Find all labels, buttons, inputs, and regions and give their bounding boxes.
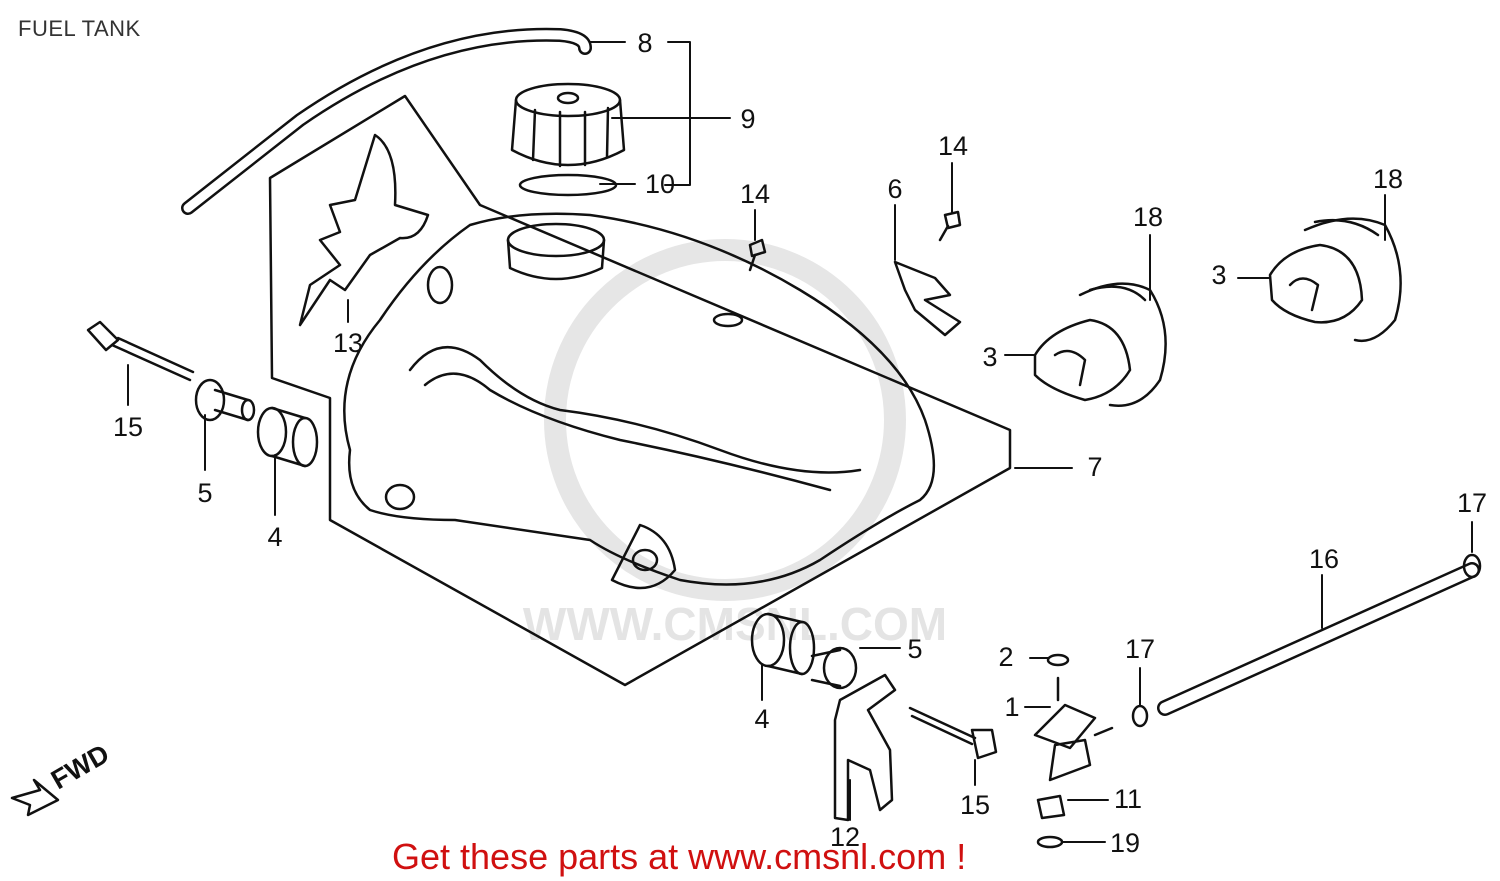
cover-18-right <box>1303 217 1402 343</box>
callout-2: 2 <box>998 642 1013 672</box>
nut-11 <box>1036 794 1066 820</box>
callout-13: 13 <box>333 328 363 358</box>
callout-17-tube: 17 <box>1125 634 1155 664</box>
screw-14b <box>938 210 962 242</box>
callout-3-right: 3 <box>1211 260 1226 290</box>
fuel-valve <box>1033 676 1114 782</box>
callout-1: 1 <box>1004 692 1019 722</box>
callout-5-right: 5 <box>907 634 922 664</box>
grommet-right <box>750 612 816 676</box>
callout-15-right: 15 <box>960 790 990 820</box>
callout-5-left: 5 <box>197 478 212 508</box>
vent-hose <box>181 27 592 215</box>
page-title: FUEL TANK <box>18 16 141 41</box>
washer-2 <box>1046 653 1070 667</box>
clip-6 <box>893 260 962 337</box>
callout-4-right: 4 <box>754 704 769 734</box>
o-ring-19 <box>1036 835 1064 849</box>
bolt-right <box>908 706 998 760</box>
callout-9: 9 <box>740 104 755 134</box>
bolt-left <box>86 320 195 382</box>
fuel-cap <box>510 82 626 168</box>
watermark: WWW.CMSNL.COM <box>523 239 947 650</box>
callout-19: 19 <box>1110 828 1140 858</box>
grommet-left <box>256 406 319 468</box>
fuel-valve-bracket <box>833 673 897 822</box>
callout-11: 11 <box>1114 784 1142 814</box>
callout-14-b: 14 <box>938 131 968 161</box>
callout-3-middle: 3 <box>982 342 997 372</box>
callout-10: 10 <box>645 169 675 199</box>
callout-17-right: 17 <box>1457 488 1487 518</box>
callout-15-left: 15 <box>113 412 143 442</box>
cover-18-middle <box>1078 282 1167 407</box>
fuel-tank <box>343 212 936 590</box>
callout-16: 16 <box>1309 544 1339 574</box>
leader-lines <box>127 41 1473 843</box>
callout-6: 6 <box>887 174 902 204</box>
fwd-arrow-icon <box>10 778 60 817</box>
clip-17b <box>1131 704 1149 728</box>
footer-link-text[interactable]: Get these parts at www.cmsnl.com ! <box>392 836 967 877</box>
rubber-3-right <box>1268 243 1364 324</box>
wing-decal <box>298 133 430 327</box>
callout-12: 12 <box>830 822 860 852</box>
fwd-label: FWD <box>46 738 114 795</box>
assembly-outline <box>268 94 1012 687</box>
callout-18-right: 18 <box>1373 164 1403 194</box>
callout-7: 7 <box>1087 452 1102 482</box>
collar-left <box>194 378 256 422</box>
rubber-3-middle <box>1033 318 1132 402</box>
collar-right <box>810 646 858 690</box>
screw-14a <box>748 238 767 272</box>
callout-14-a: 14 <box>740 179 770 209</box>
callout-18-middle: 18 <box>1133 202 1163 232</box>
clip-17a <box>1462 553 1482 579</box>
callout-8: 8 <box>637 28 652 58</box>
callout-4-left: 4 <box>267 522 282 552</box>
